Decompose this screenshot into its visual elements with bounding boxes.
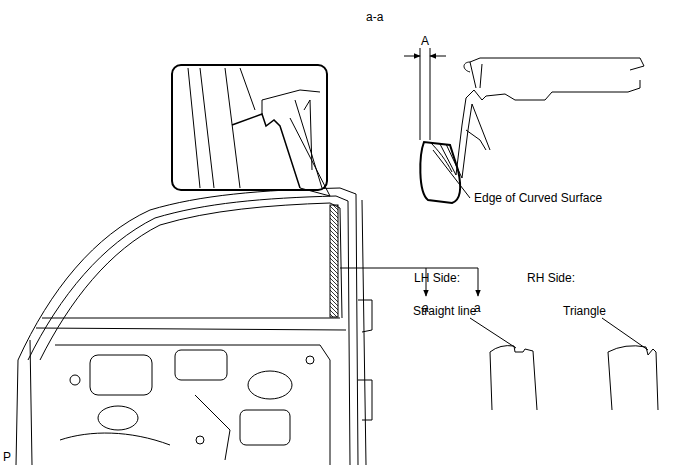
drawing-stroke (358, 380, 372, 420)
drawing-stroke (440, 90, 486, 175)
drawing-stroke (195, 395, 230, 460)
drawing-stroke (36, 328, 346, 330)
part-label: P (3, 450, 11, 464)
section-view (404, 48, 644, 203)
drawing-stroke (295, 100, 322, 188)
drawing-stroke (433, 150, 470, 198)
drawing-stroke (188, 68, 200, 188)
drawing-stroke (486, 80, 640, 100)
door-panel (55, 345, 330, 465)
drawing-stroke (490, 346, 537, 410)
leader-lines (290, 118, 648, 350)
drawing-stroke (430, 56, 446, 57)
drawing-stroke (30, 340, 32, 465)
drawing-stroke (340, 268, 478, 269)
part-label: a (474, 301, 481, 315)
drawing-stroke (240, 410, 290, 445)
drawing-stroke (98, 406, 138, 430)
drawing-stroke (248, 371, 292, 399)
strip-tips (490, 346, 658, 410)
drawing-stroke (470, 318, 516, 348)
drawing-stroke (464, 62, 470, 72)
drawing-stroke (18, 188, 358, 465)
drawing-stroke (602, 318, 648, 350)
part-label: LH Side: (414, 271, 460, 285)
drawing-stroke (70, 375, 80, 385)
drawing-stroke (225, 68, 240, 188)
drawing-stroke (306, 356, 314, 364)
drawing-stroke (232, 114, 300, 188)
drawing-stroke (262, 90, 320, 114)
part-label: Edge of Curved Surface (474, 191, 602, 205)
drawing-stroke (358, 300, 372, 332)
part-label: A (421, 34, 429, 48)
drawing-stroke (330, 205, 338, 317)
drawing-stroke (172, 65, 327, 190)
drawing-stroke (28, 196, 350, 465)
drawing-stroke (175, 350, 227, 380)
drawing-stroke (430, 48, 431, 140)
drawing-stroke (608, 346, 658, 410)
door-frame (16, 188, 372, 465)
part-label: a-a (366, 10, 383, 24)
weatherstrip (330, 205, 338, 317)
drawing-stroke (420, 48, 421, 140)
drawing-stroke (240, 68, 255, 110)
drawing-stroke (480, 64, 482, 88)
drawing-stroke (470, 58, 644, 88)
part-label: RH Side: (527, 271, 575, 285)
drawing-stroke (446, 104, 472, 178)
drawing-stroke (90, 355, 152, 395)
drawing-stroke (60, 433, 170, 445)
drawing-stroke (472, 104, 490, 150)
drawing-stroke (196, 436, 204, 444)
part-label: Triangle (563, 304, 606, 318)
section-mark (340, 268, 478, 296)
drawing-stroke (16, 360, 18, 465)
drawing-stroke (404, 56, 420, 57)
detail-inset (172, 65, 330, 196)
drawing-stroke (300, 188, 330, 196)
drawing-stroke (55, 345, 330, 465)
drawing-stroke (200, 68, 214, 188)
drawing-stroke (478, 268, 479, 296)
drawing-stroke (42, 318, 340, 319)
drawing-stroke (40, 203, 342, 360)
drawing-stroke (362, 200, 366, 465)
drawing-stroke (290, 118, 330, 196)
part-label: a (422, 301, 429, 315)
